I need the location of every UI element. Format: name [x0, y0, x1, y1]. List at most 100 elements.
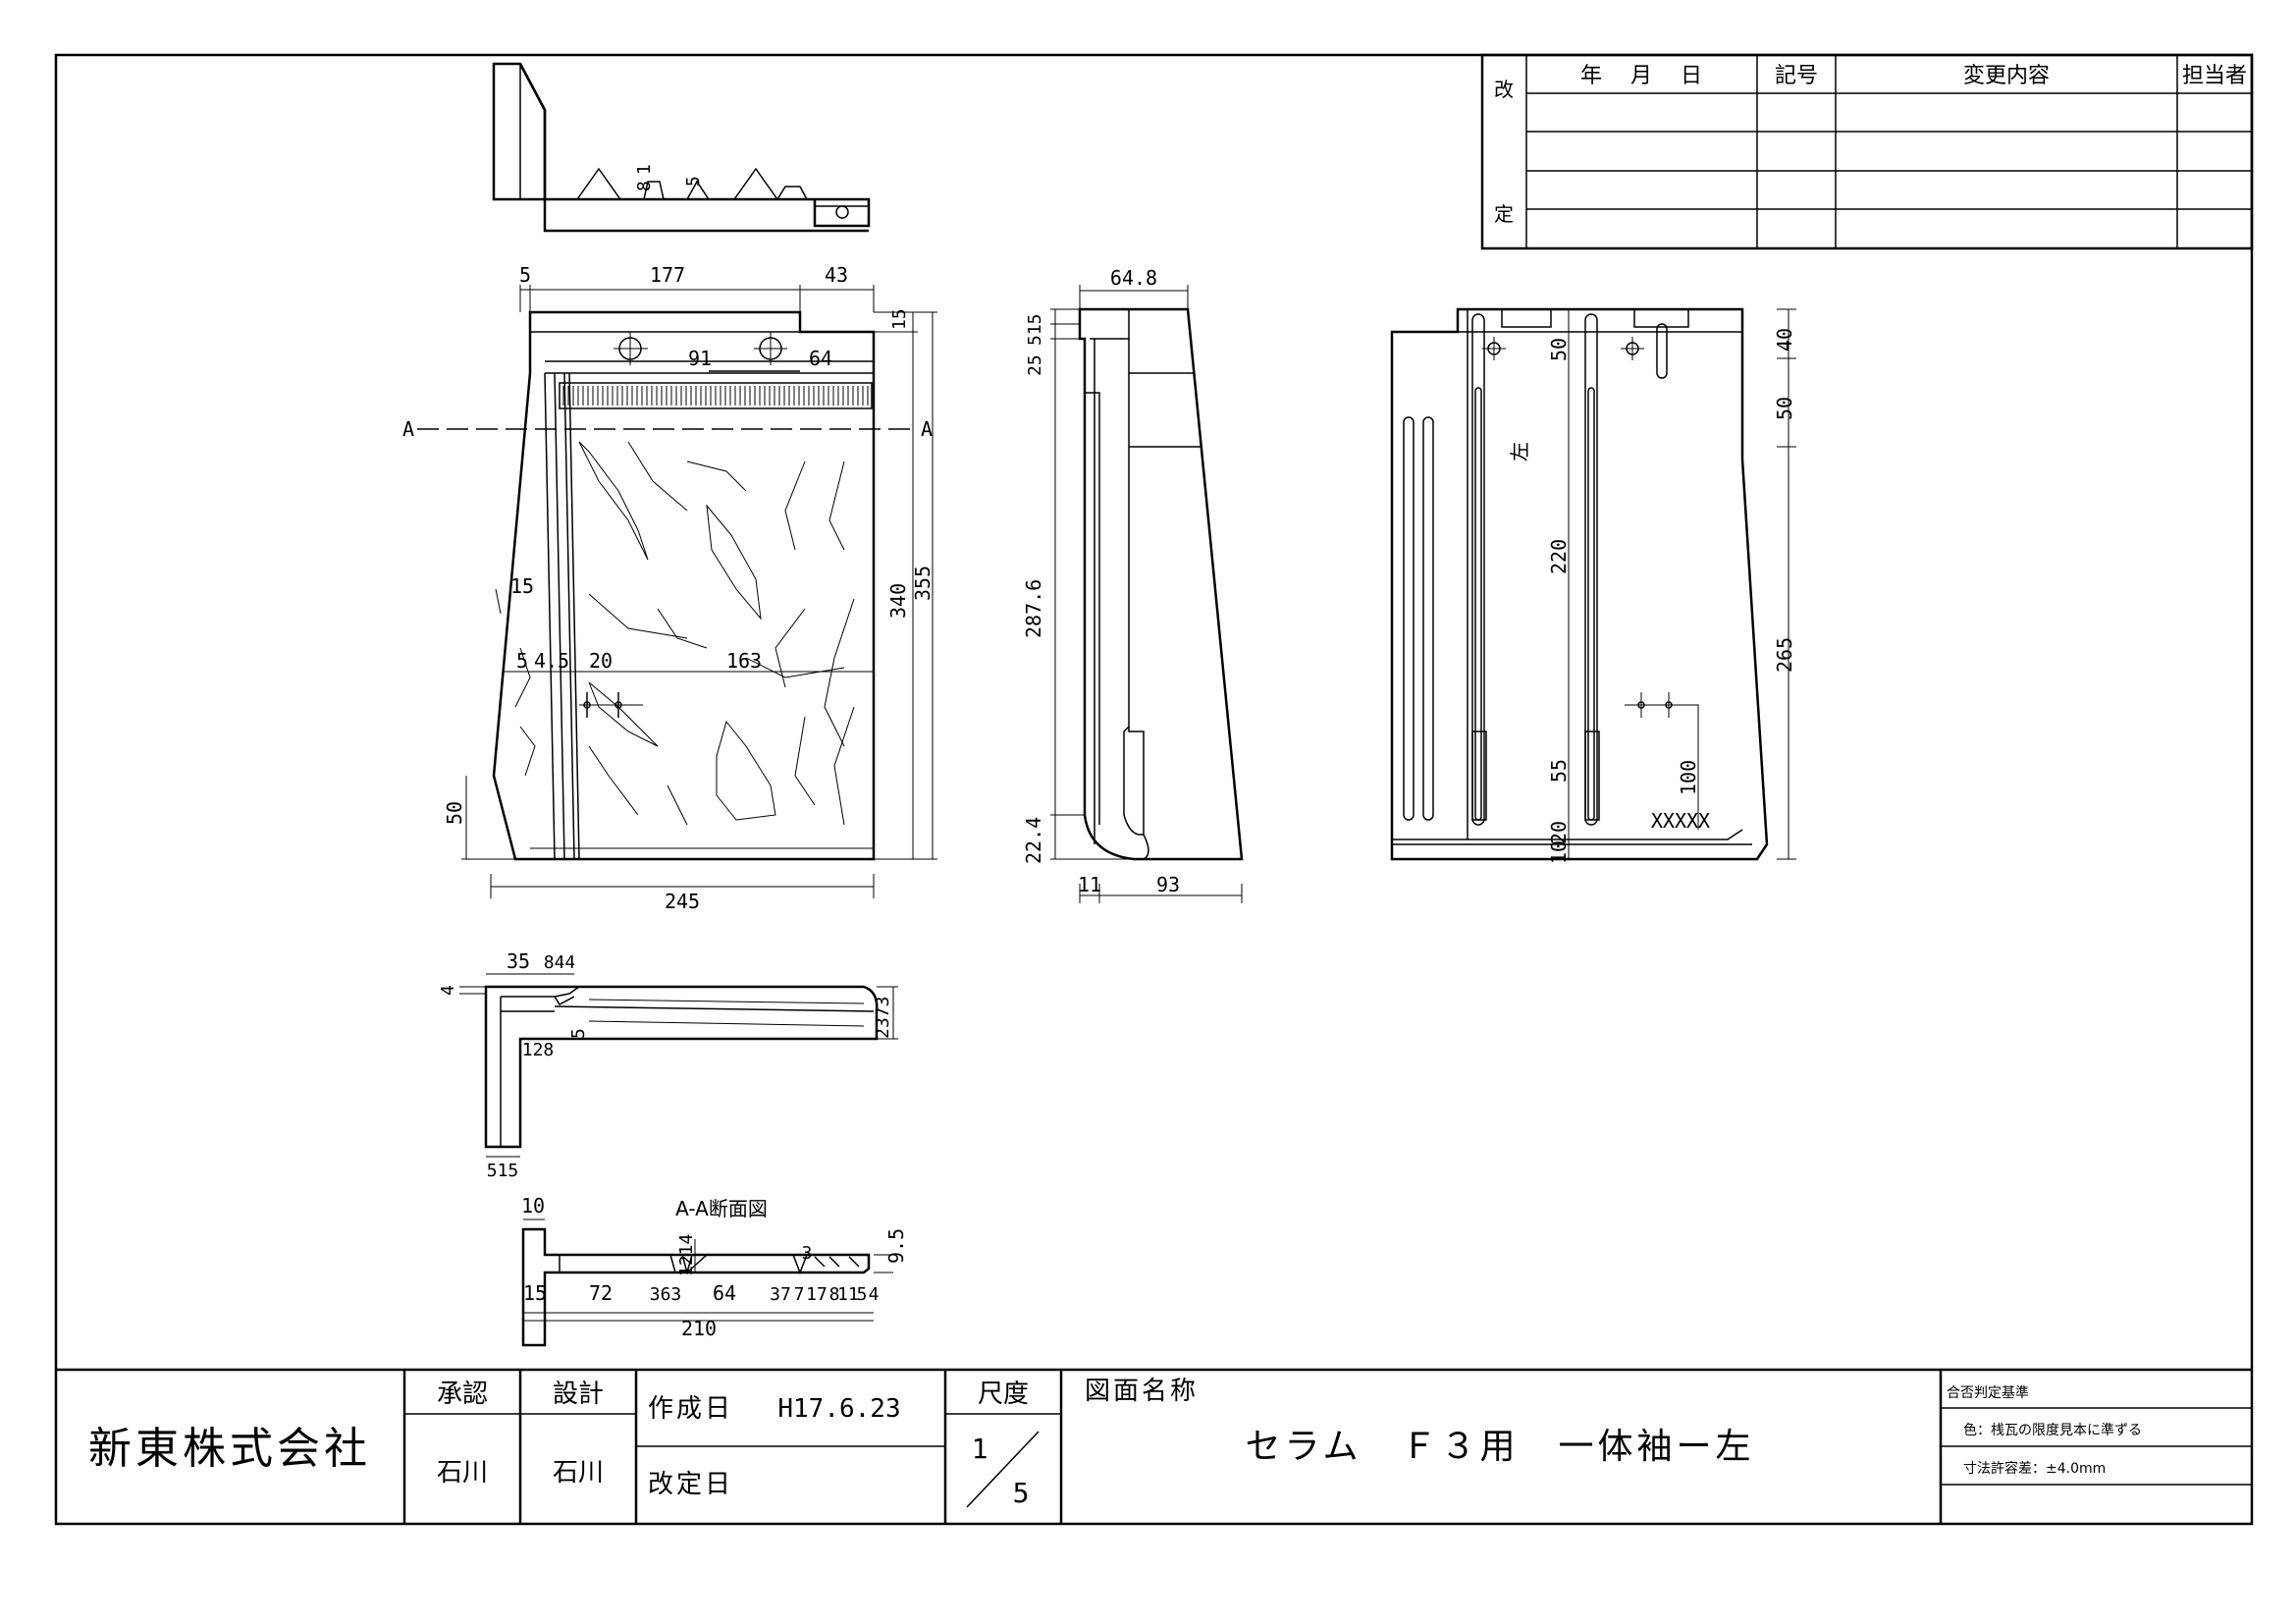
back-dim-10: 10 [1547, 840, 1571, 864]
dim-355: 355 [911, 566, 934, 601]
rib-band [559, 382, 873, 409]
back-dim-100: 100 [1677, 760, 1700, 795]
top-dim-1: 1 [634, 164, 655, 175]
bottom-profile-view: 35 844 4 128 5 2373 515 [438, 949, 898, 1181]
company-name: 新東株式会社 [88, 1424, 371, 1474]
criteria-label: 合否判定基準 [1947, 1384, 2029, 1401]
dim-22-4: 22.4 [1022, 817, 1045, 864]
bot-dim-35: 35 [507, 949, 530, 973]
sec-dim-10: 10 [521, 1194, 545, 1218]
created-label: 作成日 [648, 1394, 733, 1424]
top-dim-8: 8 [634, 181, 655, 191]
created-date: H17.6.23 [777, 1394, 900, 1424]
bot-dim-2373: 2373 [873, 997, 893, 1039]
section-title: A-A断面図 [675, 1197, 768, 1220]
section-a-a: A-A断面図 10 9.5 1214 3 15 72 363 64 37 7 1… [521, 1194, 908, 1347]
back-dim-55: 55 [1547, 759, 1571, 783]
approver-name: 石川 [437, 1458, 488, 1488]
bottom-dimensions [459, 973, 898, 1158]
front-dimensions [461, 285, 937, 898]
sec-dim-11: 11 [837, 1284, 859, 1305]
side-view: 64.8 25 515 287.6 22.4 11 93 [1022, 266, 1244, 903]
dim-91: 91 [688, 347, 712, 370]
back-dim-265: 265 [1773, 637, 1796, 673]
rev-col-date: 年 月 日 [1580, 64, 1702, 88]
dim-93: 93 [1156, 873, 1180, 896]
sec-dim-72: 72 [589, 1281, 613, 1305]
drawing-frame [54, 53, 2254, 1526]
back-label-left: 左 [1508, 442, 1531, 461]
design-label: 設計 [553, 1380, 604, 1409]
section-mark-left: A [402, 417, 414, 441]
front-view: A A 5 177 43 91 64 [402, 263, 937, 913]
approve-label: 承認 [437, 1380, 488, 1409]
rev-col-symbol: 記号 [1775, 64, 1818, 88]
dim-5b: 5 [516, 649, 528, 673]
sec-dim-4: 4 [869, 1284, 880, 1305]
back-dimensions [1568, 308, 1796, 860]
rev-tei: 定 [1494, 202, 1514, 226]
sec-dim-8: 8 [829, 1284, 840, 1305]
dim-50: 50 [443, 801, 466, 825]
rev-col-content: 変更内容 [1963, 64, 2050, 88]
scale-numerator: 1 [972, 1433, 988, 1465]
top-dim-5: 5 [683, 176, 704, 187]
sec-dim-7: 7 [794, 1284, 805, 1305]
dim-4-5: 4.5 [534, 649, 569, 673]
rev-kai: 改 [1494, 78, 1514, 101]
back-dim-50b: 50 [1773, 397, 1796, 420]
back-dim-220: 220 [1547, 539, 1571, 574]
back-dim-20: 20 [1547, 821, 1571, 844]
surface-texture [514, 441, 855, 826]
dim-15b: 15 [510, 574, 534, 598]
sec-dim-9-5: 9.5 [884, 1228, 908, 1264]
bot-dim-844: 844 [544, 952, 576, 973]
dim-20: 20 [589, 649, 613, 673]
criteria-color: 色：桟瓦の限度見本に準ずる [1963, 1422, 2142, 1438]
back-dim-50: 50 [1547, 338, 1571, 361]
bot-dim-5: 5 [568, 1028, 589, 1039]
dim-43: 43 [825, 263, 848, 287]
dim-163: 163 [726, 649, 762, 673]
sec-dim-363: 363 [650, 1284, 682, 1305]
back-mark-xxxxx: XXXXX [1651, 809, 1710, 833]
sec-dim-17: 17 [806, 1284, 828, 1305]
dim-64: 64 [809, 347, 832, 370]
dim-287-6: 287.6 [1022, 579, 1045, 638]
scale-denominator: 5 [1013, 1477, 1030, 1509]
drawing-name: セラム Ｆ３用 一体袖ー左 [1246, 1427, 1755, 1467]
dim-64-8: 64.8 [1110, 266, 1157, 290]
back-dim-40: 40 [1773, 328, 1796, 352]
sec-dim-37: 37 [770, 1284, 791, 1305]
dim-340: 340 [886, 583, 910, 619]
sec-dim-3: 3 [802, 1243, 813, 1264]
sec-dim-1214: 1214 [676, 1234, 697, 1276]
bot-dim-128: 128 [522, 1040, 555, 1060]
scale-label: 尺度 [978, 1380, 1029, 1409]
back-view: 50 左 220 55 20 10 100 XXXXX 40 50 265 [1390, 307, 1796, 864]
designer-name: 石川 [553, 1458, 604, 1488]
dim-15: 15 [889, 308, 910, 330]
dim-25: 25 [1025, 354, 1045, 376]
section-dimensions [523, 1218, 893, 1322]
drawing-name-label: 図面名称 [1085, 1377, 1199, 1406]
sec-dim-15: 15 [523, 1281, 547, 1305]
revised-label: 改定日 [648, 1470, 733, 1499]
bot-dim-515: 515 [487, 1161, 519, 1181]
sec-dim-210: 210 [681, 1317, 717, 1340]
section-mark-right: A [921, 417, 933, 441]
top-profile-view: 8 1 5 [492, 62, 871, 233]
dim-245: 245 [665, 890, 700, 913]
sec-dim-5: 5 [857, 1284, 868, 1305]
rev-col-person: 担当者 [2182, 64, 2247, 88]
bot-dim-4: 4 [438, 985, 458, 996]
dim-11: 11 [1078, 873, 1101, 896]
revision-table: 改 定 年 月 日 記号 変更内容 担当者 [1480, 53, 2254, 250]
dim-5: 5 [519, 263, 531, 287]
dim-515: 515 [1025, 313, 1045, 346]
side-dimensions [1050, 285, 1243, 903]
title-block: 新東株式会社 承認 設計 石川 石川 作成日 H17.6.23 改定日 尺度 1… [88, 1370, 2252, 1524]
criteria-tolerance: 寸法許容差：±4.0mm [1963, 1460, 2106, 1477]
dim-177: 177 [650, 263, 685, 287]
